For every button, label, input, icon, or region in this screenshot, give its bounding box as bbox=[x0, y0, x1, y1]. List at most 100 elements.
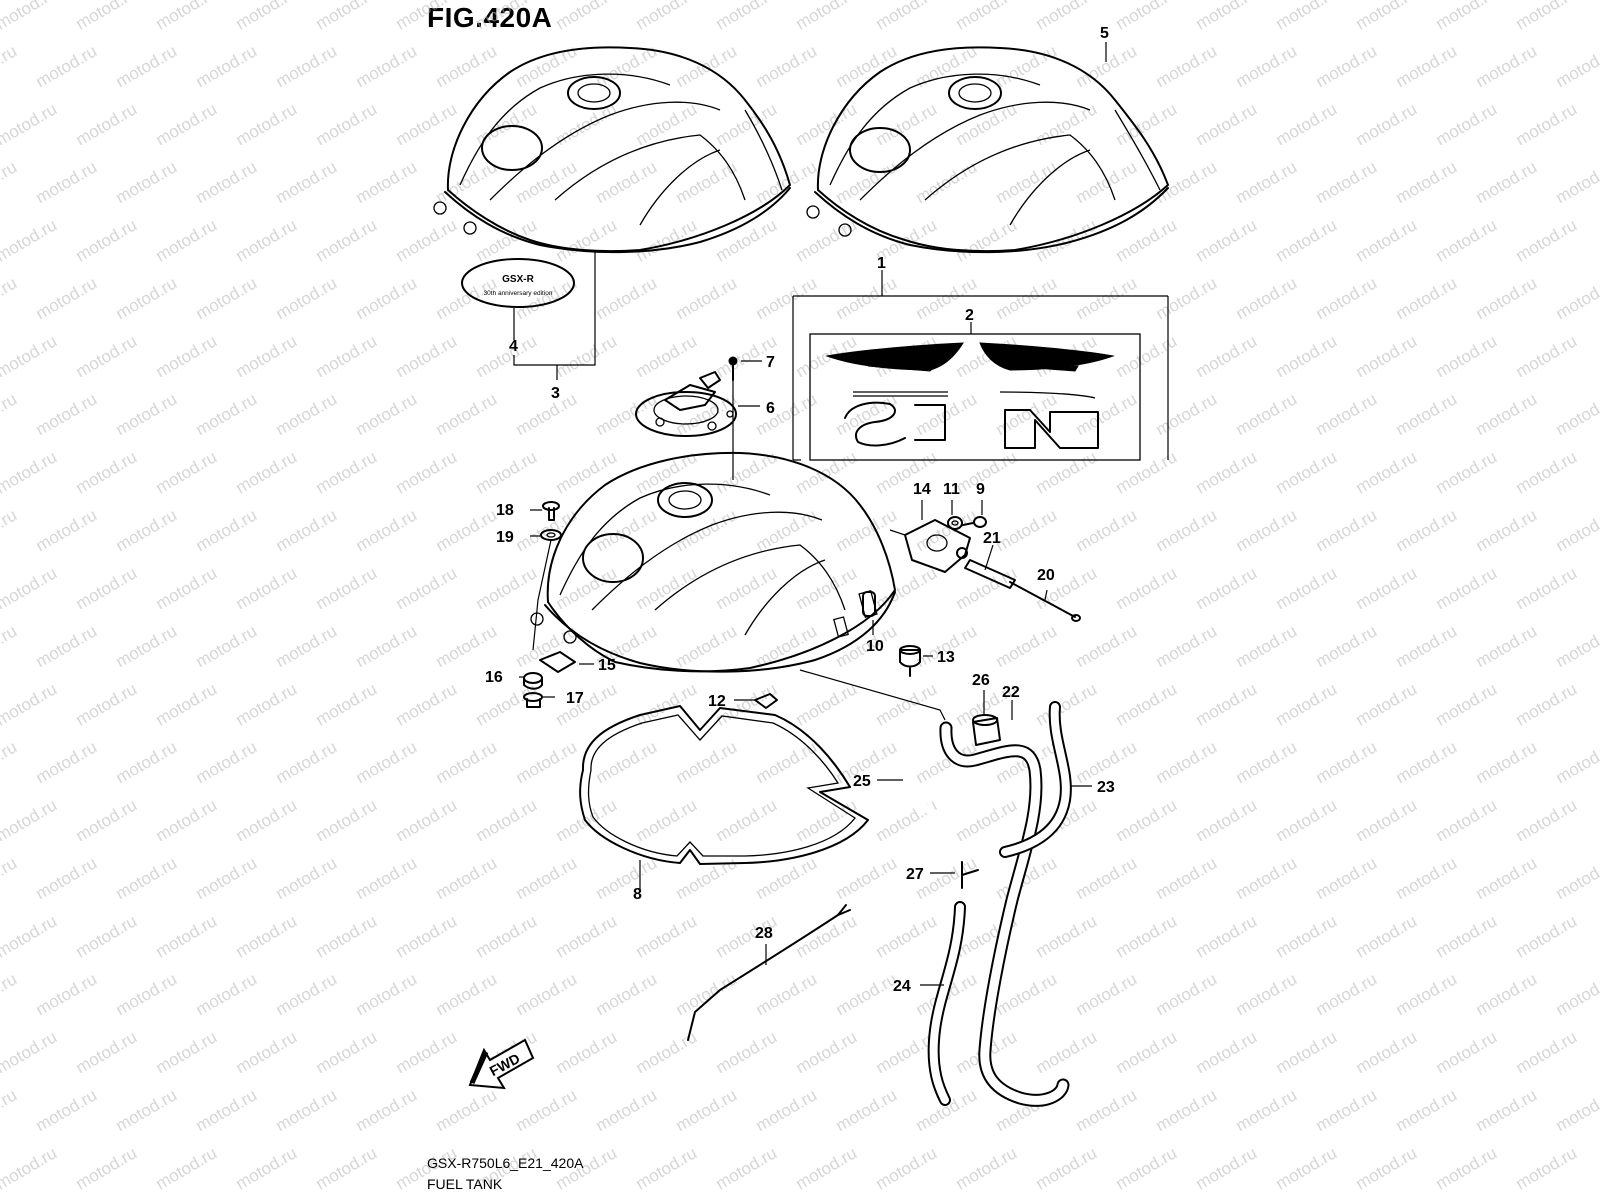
bolt-9[interactable] bbox=[962, 516, 987, 528]
callout-18[interactable]: 18 bbox=[496, 502, 514, 519]
hose-22[interactable] bbox=[939, 721, 1070, 1107]
clamp-12[interactable] bbox=[754, 693, 778, 709]
hose-protector-26[interactable] bbox=[972, 714, 1001, 746]
cushion-11[interactable] bbox=[947, 516, 963, 530]
callout-16[interactable]: 16 bbox=[485, 669, 503, 686]
watermark-text: motod.ru bbox=[153, 447, 221, 497]
watermark-text: motod.ru bbox=[953, 0, 1021, 33]
callout-27[interactable]: 27 bbox=[906, 866, 924, 883]
watermark-text: motod.ru bbox=[1473, 969, 1541, 1019]
watermark-text: motod.ru bbox=[1313, 853, 1381, 903]
watermark-text: motod.ru bbox=[753, 621, 821, 671]
tank-seal-gasket[interactable] bbox=[579, 705, 869, 865]
grommet-10[interactable] bbox=[862, 591, 876, 617]
callout-11[interactable]: 11 bbox=[943, 481, 960, 498]
callout-28[interactable]: 28 bbox=[755, 925, 773, 942]
watermark-text: motod.ru bbox=[0, 737, 20, 787]
bracket-plate-14[interactable] bbox=[904, 519, 971, 573]
cushion-16[interactable] bbox=[523, 672, 543, 690]
callout-22[interactable]: 22 bbox=[1002, 684, 1020, 701]
watermark-text: motod.ru bbox=[1513, 331, 1581, 381]
watermark-text: motod.ru bbox=[1433, 911, 1501, 961]
watermark-text: motod.ru bbox=[833, 853, 901, 903]
watermark-text: motod.ru bbox=[233, 0, 301, 33]
callout-20[interactable]: 20 bbox=[1037, 567, 1055, 584]
callout-17[interactable]: 17 bbox=[566, 690, 584, 707]
watermark-text: motod.ru bbox=[193, 969, 261, 1019]
watermark-text: motod.ru bbox=[1033, 1143, 1101, 1193]
watermark-text: motod.ru bbox=[233, 331, 301, 381]
watermark-text: motod.ru bbox=[153, 795, 221, 845]
watermark-text: motod.ru bbox=[873, 1143, 941, 1193]
callout-24[interactable]: 24 bbox=[893, 978, 911, 995]
support-rod-28[interactable] bbox=[687, 904, 851, 1041]
watermark-text: motod.ru bbox=[433, 969, 501, 1019]
watermark-text: motod.ru bbox=[393, 447, 461, 497]
watermark-text: motod.ru bbox=[473, 331, 541, 381]
hose-23[interactable] bbox=[999, 701, 1072, 858]
callout-3[interactable]: 3 bbox=[551, 385, 560, 402]
watermark-text: motod.ru bbox=[713, 1143, 781, 1193]
callout-4[interactable]: 4 bbox=[509, 338, 518, 355]
callout-2[interactable]: 2 bbox=[965, 307, 974, 324]
watermark-text: motod.ru bbox=[153, 1027, 221, 1077]
callout-23[interactable]: 23 bbox=[1097, 779, 1115, 796]
watermark-text: motod.ru bbox=[513, 41, 581, 91]
watermark-text: motod.ru bbox=[433, 853, 501, 903]
fuel-tank-main[interactable] bbox=[530, 451, 896, 673]
bolt-20[interactable] bbox=[1009, 581, 1081, 622]
watermark-text: motod.ru bbox=[713, 1027, 781, 1077]
damper-13[interactable] bbox=[899, 645, 921, 677]
hose-25[interactable] bbox=[900, 744, 957, 864]
tank-emblem[interactable]: GSX-R 30th anniversary edition bbox=[461, 258, 575, 308]
spacer-21[interactable] bbox=[964, 559, 1016, 589]
watermark-text: motod.ru bbox=[553, 679, 621, 729]
watermark-text: motod.ru bbox=[233, 215, 301, 265]
tank-cover-right[interactable] bbox=[806, 46, 1169, 254]
watermark-text: motod.ru bbox=[73, 215, 141, 265]
tank-bolt-18[interactable] bbox=[542, 501, 560, 521]
watermark-text: motod.ru bbox=[0, 853, 20, 903]
callout-12[interactable]: 12 bbox=[708, 693, 726, 710]
hose-24[interactable] bbox=[927, 901, 966, 1106]
callout-6[interactable]: 6 bbox=[766, 400, 775, 417]
bracket-15[interactable] bbox=[539, 651, 576, 673]
callout-8[interactable]: 8 bbox=[633, 886, 642, 903]
cap-screw[interactable] bbox=[728, 356, 738, 381]
callout-26[interactable]: 26 bbox=[972, 672, 990, 689]
watermark-text: motod.ru bbox=[1073, 969, 1141, 1019]
callout-21[interactable]: 21 bbox=[983, 530, 1001, 547]
tank-cover-left[interactable] bbox=[433, 46, 791, 254]
watermark-text: motod.ru bbox=[1473, 273, 1541, 323]
watermark-text: motod.ru bbox=[1193, 563, 1261, 613]
watermark-text: motod.ru bbox=[1153, 389, 1221, 439]
watermark-text: motod.ru bbox=[513, 969, 581, 1019]
callout-13[interactable]: 13 bbox=[937, 649, 955, 666]
callout-5[interactable]: 5 bbox=[1100, 25, 1109, 42]
callout-19[interactable]: 19 bbox=[496, 529, 514, 546]
collar-17[interactable] bbox=[523, 692, 543, 708]
watermark-text: motod.ru bbox=[353, 621, 421, 671]
watermark-text: motod.ru bbox=[1313, 969, 1381, 1019]
watermark-text: motod.ru bbox=[673, 389, 741, 439]
joint-27[interactable] bbox=[961, 861, 979, 889]
callout-14[interactable]: 14 bbox=[913, 481, 931, 498]
watermark-text: motod.ru bbox=[1553, 389, 1600, 439]
callout-7[interactable]: 7 bbox=[766, 354, 775, 371]
watermark-text: motod.ru bbox=[1313, 157, 1381, 207]
watermark-text: motod.ru bbox=[433, 621, 501, 671]
callout-9[interactable]: 9 bbox=[976, 481, 985, 498]
fuel-cap[interactable] bbox=[635, 371, 737, 437]
callout-15[interactable]: 15 bbox=[598, 657, 616, 674]
watermark-text: motod.ru bbox=[33, 389, 101, 439]
watermark-text: motod.ru bbox=[153, 99, 221, 149]
decal-set[interactable] bbox=[809, 333, 1141, 461]
watermark-text: motod.ru bbox=[1113, 911, 1181, 961]
watermark-text: motod.ru bbox=[33, 505, 101, 555]
watermark-text: motod.ru bbox=[1193, 447, 1261, 497]
watermark-text: motod.ru bbox=[73, 795, 141, 845]
callout-25[interactable]: 25 bbox=[853, 773, 871, 790]
callout-10[interactable]: 10 bbox=[866, 638, 884, 655]
watermark-text: motod.ru bbox=[33, 737, 101, 787]
callout-1[interactable]: 1 bbox=[877, 255, 886, 272]
